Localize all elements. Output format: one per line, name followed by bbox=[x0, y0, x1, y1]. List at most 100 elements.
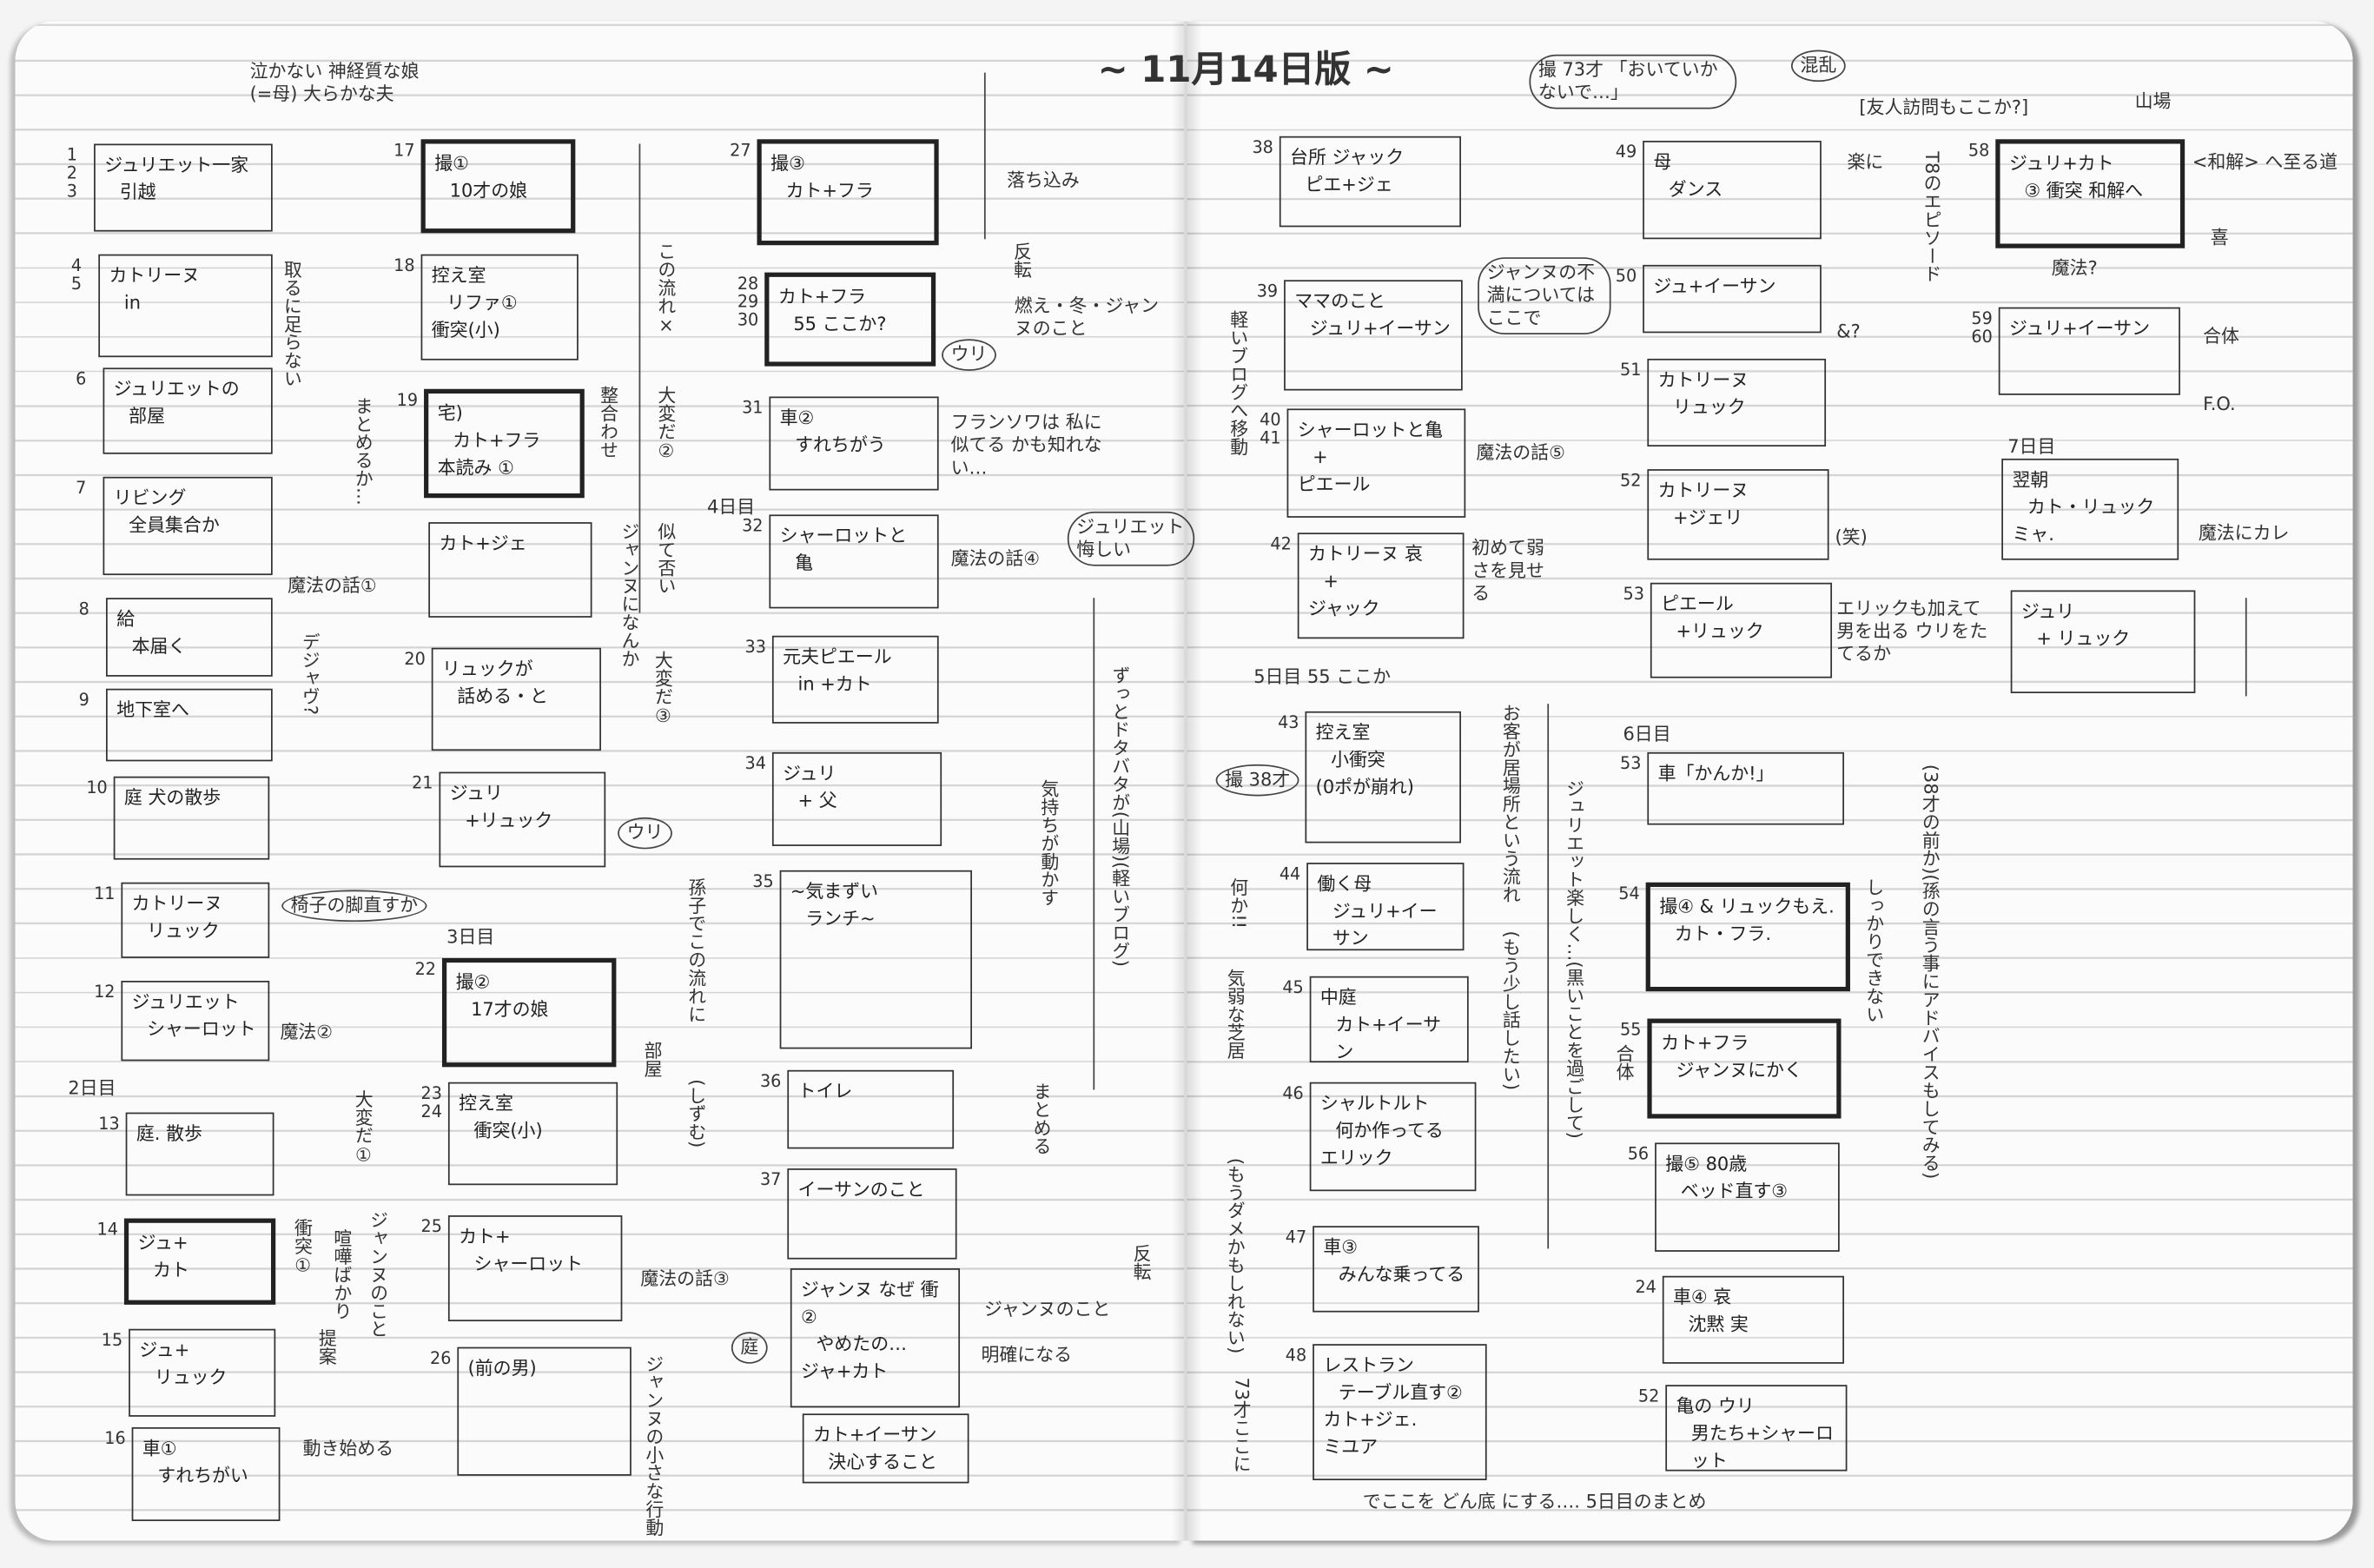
scene-text: 衝突(小) bbox=[431, 319, 500, 341]
scene-number: 51 bbox=[1620, 360, 1642, 380]
handwritten-note: 反転 bbox=[1011, 241, 1033, 279]
scene-text: カト・フラ. bbox=[1674, 923, 1772, 945]
scene-text: 車② bbox=[779, 407, 815, 429]
scene-number: 58 bbox=[1967, 141, 1990, 161]
handwritten-note: 大変だ① bbox=[353, 1089, 374, 1166]
handwritten-note: 4日目 bbox=[706, 496, 756, 518]
scene-text: すれちがい bbox=[157, 1465, 248, 1486]
scene-number: 34 bbox=[744, 753, 766, 774]
scene-box: リュックが話める・と bbox=[431, 647, 601, 751]
handwritten-note: 2日目 bbox=[68, 1077, 116, 1099]
scene-text: 55 ここか? bbox=[793, 313, 887, 335]
handwritten-note: 動き始める bbox=[302, 1438, 394, 1459]
scene-text: シャーロットと亀 bbox=[1297, 419, 1444, 441]
scene-text: 何か作ってる bbox=[1335, 1120, 1444, 1141]
handwritten-note: 撮 73才 「おいていかないで…」 bbox=[1529, 54, 1737, 109]
scene-box: トイレ bbox=[787, 1069, 955, 1149]
scene-text: 話める・と bbox=[457, 685, 548, 707]
scene-text: 沈黙 実 bbox=[1688, 1313, 1749, 1335]
handwritten-note: お客が居場所という流れ bbox=[1500, 704, 1522, 904]
handwritten-note: 衝突① bbox=[292, 1218, 314, 1276]
scene-box: カトリーヌリュック bbox=[121, 882, 270, 958]
handwritten-note: (笑) bbox=[1835, 526, 1868, 548]
scene-text: 引越 bbox=[119, 182, 156, 203]
scene-text: 亀 bbox=[795, 552, 814, 574]
scene-text: リファ① bbox=[446, 292, 518, 314]
scene-number: 17 bbox=[393, 141, 415, 161]
flow-arrow bbox=[983, 72, 986, 240]
handwritten-note: 3日目 bbox=[446, 926, 495, 948]
scene-text: 控え室 bbox=[459, 1092, 513, 1115]
scene-number: 52 bbox=[1620, 470, 1642, 491]
handwritten-note: 魔法② bbox=[280, 1022, 334, 1043]
scene-text: みんな乗ってる bbox=[1338, 1263, 1465, 1286]
scene-box: ジュ+イーサン bbox=[1643, 264, 1822, 334]
scene-box: 台所 ジャックピエ+ジェ bbox=[1279, 136, 1461, 228]
scene-text: 本読み ① bbox=[437, 457, 514, 479]
scene-box: ジュリエット一家引越 bbox=[94, 143, 273, 232]
scene-number: 27 bbox=[730, 141, 751, 161]
scene-box: 宅)カト+フラ本読み ① bbox=[424, 388, 585, 499]
handwritten-note: 5日目 55 ここか bbox=[1253, 665, 1392, 688]
scene-text: レストラン bbox=[1323, 1354, 1414, 1376]
scene-text: やめたの… bbox=[816, 1333, 908, 1355]
scene-text: 車④ 哀 bbox=[1673, 1286, 1732, 1308]
scene-text: テーブル直す② bbox=[1338, 1381, 1463, 1404]
scene-text: ジュリ+イーサン bbox=[1309, 317, 1451, 340]
scene-text: ジャック bbox=[1307, 598, 1380, 619]
scene-text: +ジェリ bbox=[1673, 506, 1743, 529]
scene-number: 32 bbox=[742, 516, 764, 536]
handwritten-note: <和解> へ至る道 bbox=[2192, 151, 2338, 173]
flow-line bbox=[638, 143, 641, 613]
handwritten-note: (38才の前か)(孫の言う事にアドバイスもしてみる) bbox=[1920, 764, 1941, 1180]
handwritten-note: 魔法の話① bbox=[288, 575, 377, 597]
handwritten-note: [友人訪問もここか?] bbox=[1859, 96, 2029, 118]
scene-box: シャルトルト何か作ってるエリック bbox=[1309, 1082, 1477, 1192]
scene-text: エリック bbox=[1319, 1147, 1393, 1169]
handwritten-note: 気弱な芝居 bbox=[1225, 969, 1247, 1060]
handwritten-note: ジャンヌの不満についてはここで bbox=[1478, 257, 1611, 335]
scene-box: 庭 犬の散歩 bbox=[113, 776, 270, 860]
scene-text: ジュリ bbox=[783, 763, 837, 784]
scene-text: 庭. 散歩 bbox=[136, 1122, 202, 1145]
scene-text: リュック bbox=[1673, 396, 1746, 418]
flow-arrow bbox=[1093, 598, 1095, 1090]
handwritten-note: &? bbox=[1836, 321, 1861, 342]
scene-number: 18 bbox=[393, 255, 415, 276]
handwritten-note: 楽に bbox=[1847, 151, 1884, 173]
scene-text: 本届く bbox=[131, 635, 187, 658]
handwritten-note: 大変だ② bbox=[655, 386, 678, 462]
scene-text: カトリーヌ 哀 bbox=[1307, 543, 1424, 565]
scene-text: カトリーヌ bbox=[109, 264, 201, 287]
scene-text: 控え室 bbox=[1315, 722, 1371, 744]
scene-text: カト+フラ bbox=[453, 429, 541, 452]
scene-box: 働く母ジュリ+イーサン bbox=[1306, 863, 1465, 951]
scene-number: 44 bbox=[1279, 863, 1301, 884]
scene-text: リビング bbox=[113, 487, 187, 509]
scene-number: 16 bbox=[104, 1428, 126, 1449]
scene-text: 庭 犬の散歩 bbox=[123, 786, 222, 809]
handwritten-note: まとめるか… bbox=[353, 396, 374, 506]
scene-text: リュックが bbox=[441, 658, 533, 680]
scene-box: ジュリ+イーサン bbox=[1998, 307, 2180, 395]
handwritten-note: しっかりできない bbox=[1863, 877, 1886, 1023]
flow-arrow bbox=[1547, 704, 1550, 1249]
scene-number: 33 bbox=[744, 637, 766, 658]
handwritten-note: 山場 bbox=[2134, 90, 2172, 112]
scene-text: カトリーヌ bbox=[1657, 369, 1749, 391]
scene-number: 35 bbox=[752, 871, 774, 892]
scene-text: カト+イーサン bbox=[812, 1424, 937, 1446]
scene-text: ダンス bbox=[1668, 178, 1723, 200]
handwritten-note: ジュリエット楽しく…(黒いことを過ごして) bbox=[1564, 779, 1585, 1139]
scene-box: シャーロットと亀+ピエール bbox=[1286, 408, 1466, 518]
scene-text: (前の男) bbox=[467, 1357, 537, 1379]
scene-text: ジュリ bbox=[449, 782, 503, 804]
scene-text: ピエ+ジェ bbox=[1305, 174, 1393, 195]
scene-box: リビング全員集合か bbox=[102, 476, 273, 576]
scene-number: 26 bbox=[430, 1348, 452, 1369]
page-title: ~ 11月14日版 ~ bbox=[1097, 48, 1394, 91]
